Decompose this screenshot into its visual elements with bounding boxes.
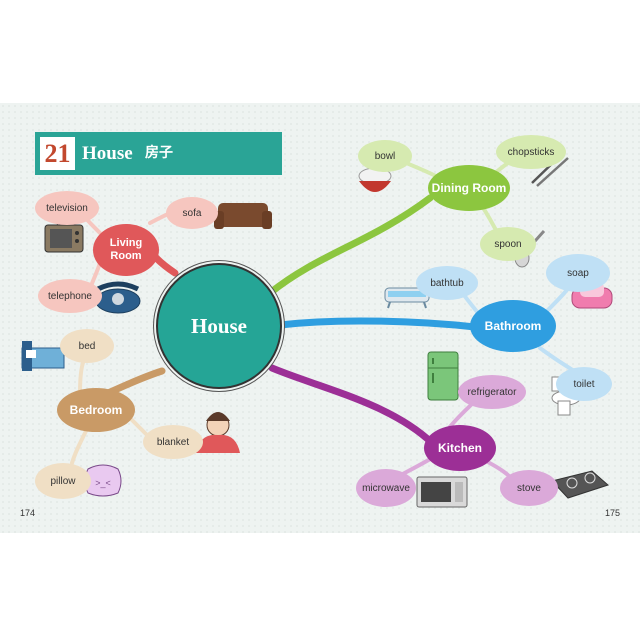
leaf-pillow: pillow: [35, 463, 91, 499]
page-number-right: 175: [605, 508, 621, 518]
leaf-television: television: [35, 191, 99, 225]
leaf-microwave: microwave: [356, 469, 416, 507]
svg-text:>_<: >_<: [95, 478, 111, 488]
leaf-soap: soap: [546, 254, 610, 292]
bedroom-node: Bedroom: [57, 388, 135, 432]
bed-icon: [21, 341, 65, 371]
book-spread: >_<: [0, 103, 640, 533]
lesson-number: 21: [40, 137, 75, 170]
bathroom-node: Bathroom: [470, 300, 556, 352]
refrigerator-icon: [427, 351, 459, 401]
television-icon: [44, 216, 84, 253]
branch-kitchen: [268, 364, 436, 447]
branch-bedroom: [104, 367, 166, 397]
sofa-icon: [214, 203, 272, 229]
leaf-chopsticks: chopsticks: [496, 135, 566, 169]
page-number-left: 174: [20, 508, 36, 518]
leaf-blanket: blanket: [143, 425, 203, 459]
living-room-node: Living Room: [93, 224, 159, 276]
leaf-bowl: bowl: [358, 140, 412, 172]
branch-dining-room: [266, 194, 434, 297]
leaf-stove: stove: [500, 470, 558, 506]
lesson-title: House: [82, 143, 133, 164]
stove-icon: [551, 470, 609, 499]
leaf-refrigerator: refrigerator: [458, 375, 526, 409]
leaf-bed: bed: [60, 329, 114, 363]
lesson-title-chinese: 房子: [145, 145, 173, 161]
leaf-spoon: spoon: [480, 227, 536, 261]
telephone-icon: [95, 281, 141, 314]
leaf-telephone: telephone: [38, 279, 102, 313]
center-node: House: [156, 263, 282, 389]
dining-room-node: Dining Room: [428, 165, 510, 211]
bathtub-icon: [384, 287, 430, 309]
microwave-icon: [416, 476, 468, 508]
leaf-toilet: toilet: [556, 367, 612, 401]
leaf-sofa: sofa: [166, 197, 218, 229]
lesson-banner: 21 House 房子: [35, 132, 282, 175]
blanket-girl-icon: [196, 412, 240, 453]
branch-bathroom: [276, 317, 479, 331]
leaf-bathtub: bathtub: [416, 266, 478, 300]
kitchen-node: Kitchen: [424, 425, 496, 471]
